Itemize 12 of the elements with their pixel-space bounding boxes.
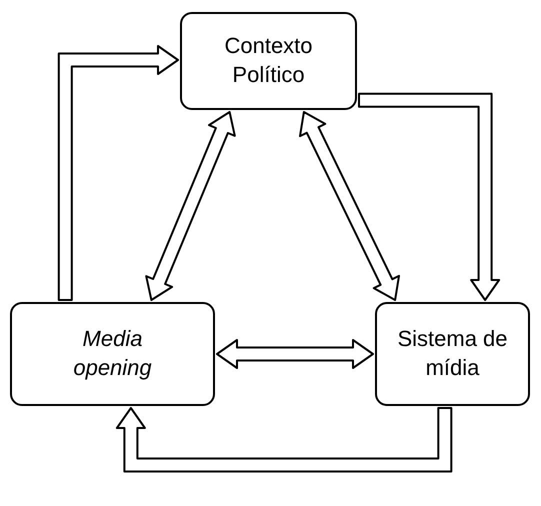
node-label: Sistema de mídia bbox=[396, 325, 509, 382]
block-arrow bbox=[299, 111, 400, 301]
process-box bbox=[180, 12, 357, 110]
process-box bbox=[375, 302, 530, 406]
node-label: Contexto Político bbox=[223, 32, 314, 89]
node-label: Media opening bbox=[72, 325, 153, 382]
block-arrow bbox=[58, 45, 179, 301]
block-arrow bbox=[216, 339, 374, 369]
process-box bbox=[10, 302, 215, 406]
block-arrow bbox=[145, 111, 236, 301]
block-arrow bbox=[358, 92, 500, 301]
block-arrow bbox=[116, 407, 452, 472]
